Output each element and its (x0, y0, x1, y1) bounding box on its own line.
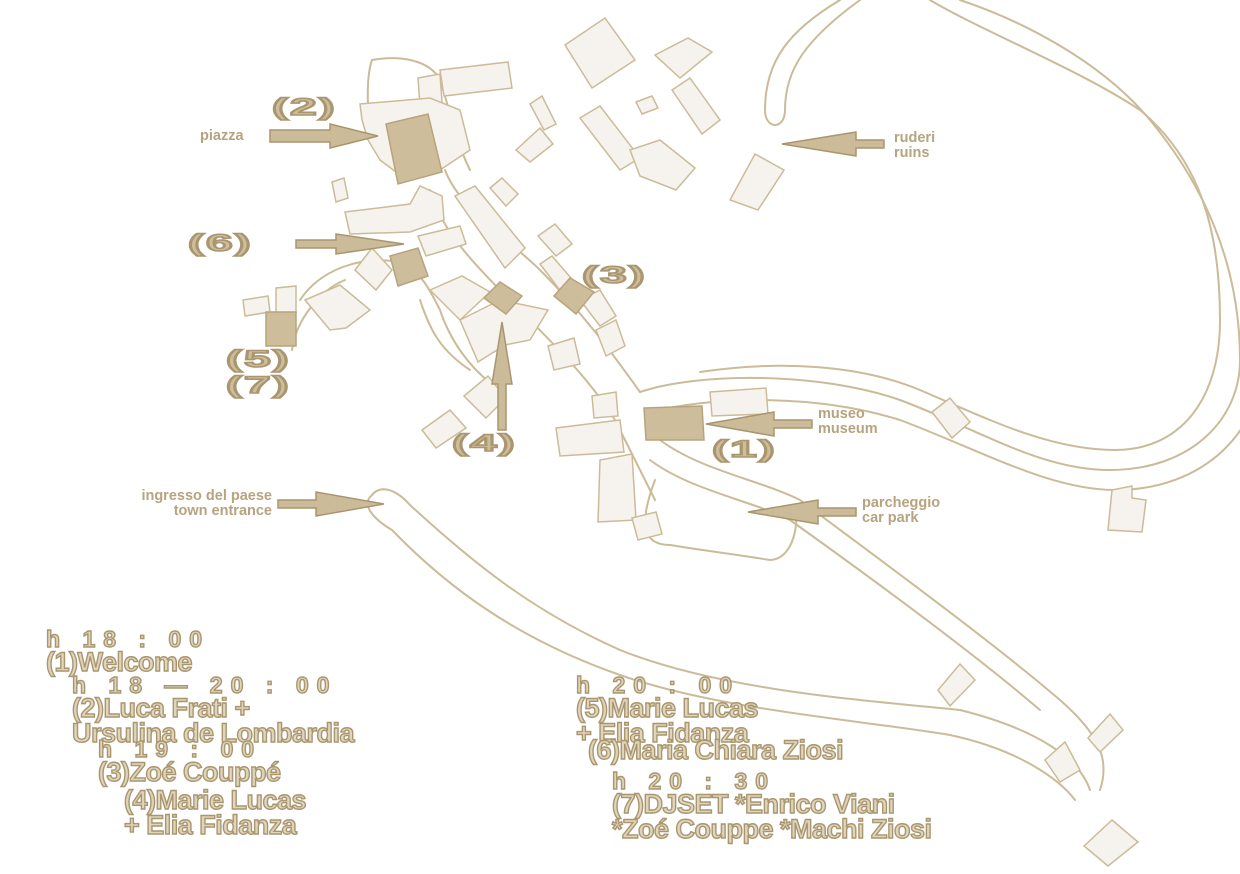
schedule-block-4: (4)Marie Lucas + Elia Fidanza (123, 785, 307, 840)
schedule-act-7-line2: *Zoé Couppe *Machi Ziosi (611, 814, 932, 844)
schedule-act-5-line1: (5)Marie Lucas (575, 693, 759, 723)
road-carpark-inner (649, 459, 1041, 711)
marker-3: (3) (580, 261, 647, 290)
schedule-time-5: h 20 : 00 (575, 672, 741, 698)
arrow-4 (491, 321, 513, 431)
road-loop-outer (639, 0, 1240, 471)
road-west (299, 259, 501, 391)
road-ruins-upper (699, 0, 1221, 451)
label-parcheggio-en: car park (862, 510, 919, 526)
marker-4: (4) (450, 429, 517, 458)
schedule-act-2-line1: (2)Luca Frati + (71, 693, 251, 723)
schedule-block-1: h 18 : 00 (1)Welcome (45, 626, 211, 677)
marker-2: (2) (270, 93, 337, 122)
arrow-carpark (747, 499, 857, 525)
schedule-act-7-line1: (7)DJSET *Enrico Viani (611, 789, 895, 819)
schedule-act-4-line2: + Elia Fidanza (123, 810, 297, 840)
label-museo-it: museo (818, 406, 865, 422)
schedule-block-7: h 20 : 30 (7)DJSET *Enrico Viani *Zoé Co… (611, 768, 932, 844)
marker-5: (5) (224, 345, 291, 374)
arrow-entrance (277, 491, 385, 517)
schedule-act-4-line1: (4)Marie Lucas (123, 785, 307, 815)
arrow-piazza (269, 123, 379, 149)
label-piazza: piazza (200, 129, 244, 144)
venue-piazza (385, 113, 443, 185)
label-piazza-text: piazza (200, 128, 244, 144)
venue-4 (482, 281, 524, 316)
schedule-block-5: h 20 : 00 (5)Marie Lucas + Elia Fidanza (575, 672, 759, 748)
road-main-left-lower (366, 494, 1076, 801)
schedule-time-2: h 18 — 20 : 00 (71, 672, 338, 698)
arrow-6 (295, 233, 405, 255)
schedule-act-3: (3)Zoé Couppé (97, 757, 281, 787)
schedule-block-2: h 18 — 20 : 00 (2)Luca Frati + Ursulina … (71, 672, 355, 748)
venue-museum (643, 405, 705, 441)
schedule-act-1: (1)Welcome (45, 647, 193, 677)
schedule-time-3: h 19 : 00 (97, 736, 263, 762)
buildings (242, 16, 1147, 867)
arrow-ruins (781, 131, 885, 157)
label-museo-en: museum (818, 421, 878, 437)
label-parcheggio: parcheggio car park (862, 496, 940, 526)
label-parcheggio-it: parcheggio (862, 495, 941, 511)
road-main-left (371, 488, 1091, 791)
venue-3 (552, 277, 596, 316)
label-ruderi-it: ruderi (894, 130, 936, 146)
road-loop-inner (649, 399, 1240, 491)
marker-1: (1) (710, 435, 777, 464)
road-ruins-spur (764, 0, 861, 126)
label-ingresso-it: ingresso del paese (141, 488, 272, 504)
label-ruderi: ruderi ruins (894, 131, 935, 161)
marker-6: (6) (186, 229, 253, 258)
schedule-block-3: h 19 : 00 (3)Zoé Couppé (97, 736, 281, 787)
schedule-time-1: h 18 : 00 (45, 626, 211, 652)
venue-5-7 (265, 311, 297, 347)
arrow-museum (705, 411, 813, 437)
label-ingresso-en: town entrance (173, 503, 272, 519)
marker-7: (7) (224, 371, 291, 400)
schedule-block-6: (6)Maria Chiara Ziosi (587, 735, 844, 765)
road-lower-block (644, 479, 798, 561)
schedule-time-7: h 20 : 30 (611, 768, 777, 794)
venue-6 (389, 247, 429, 287)
label-ruderi-en: ruins (894, 145, 930, 161)
schedule-act-5-line2: + Elia Fidanza (575, 718, 749, 748)
arrows (269, 123, 885, 525)
schedule-act-6: (6)Maria Chiara Ziosi (587, 735, 844, 765)
label-ingresso: ingresso del paese town entrance (60, 489, 272, 519)
label-museo: museo museum (818, 407, 878, 437)
schedule-act-2-line2: Ursulina de Lombardia (71, 718, 355, 748)
venues (265, 113, 705, 441)
